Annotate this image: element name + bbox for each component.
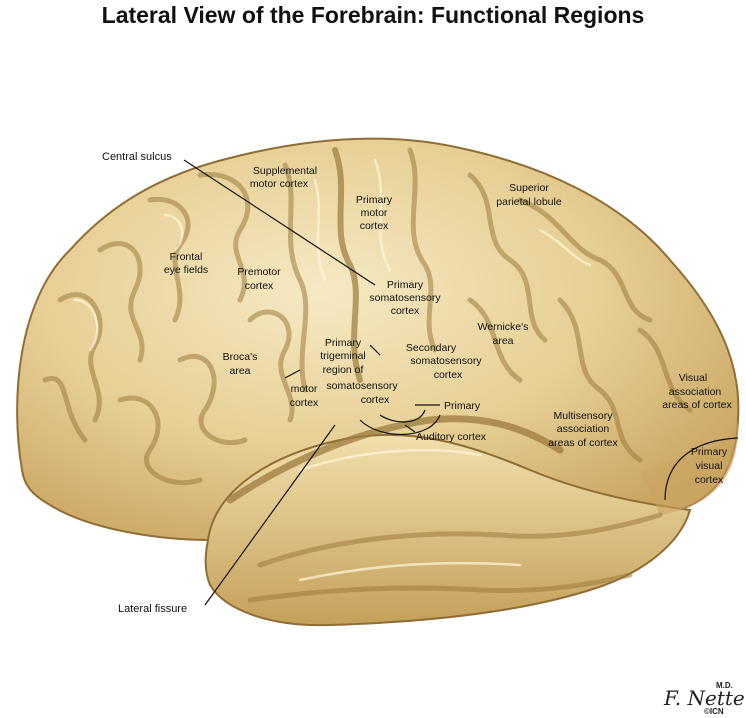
svg-text:parietal lobule: parietal lobule: [496, 196, 562, 208]
label-wernicke: Wernicke's area: [478, 321, 529, 347]
label-primary-visual: Primary visual cortex: [691, 446, 728, 486]
label-superior-parietal: Superior parietal lobule: [496, 182, 562, 208]
svg-text:Supplemental: Supplemental: [253, 165, 317, 177]
central-sulcus-leader: [183, 159, 376, 286]
svg-text:Superior: Superior: [509, 182, 549, 194]
label-frontal-eye-fields: Frontal eye fields: [164, 251, 208, 276]
svg-text:Auditory cortex: Auditory cortex: [416, 431, 487, 443]
svg-text:association: association: [669, 386, 722, 398]
page-title: Lateral View of the Forebrain: Functiona…: [101, 2, 645, 28]
label-motor-cortex: motor cortex: [290, 383, 319, 409]
label-lateral-fissure: Lateral fissure: [118, 603, 187, 615]
label-central-sulcus: Central sulcus: [102, 151, 172, 163]
label-supplemental-motor: Supplemental motor cortex: [250, 165, 317, 190]
svg-text:Multisensory: Multisensory: [554, 410, 614, 422]
svg-text:cortex: cortex: [434, 369, 463, 381]
svg-text:somatosensory: somatosensory: [410, 355, 482, 367]
auditory-leader: [404, 424, 416, 433]
svg-text:F. Netter: F. Netter: [663, 686, 746, 710]
svg-text:cortex: cortex: [245, 280, 274, 292]
svg-text:trigeminal: trigeminal: [320, 350, 366, 362]
svg-text:cortex: cortex: [695, 474, 724, 486]
svg-text:visual: visual: [696, 460, 723, 472]
svg-text:motor: motor: [291, 383, 318, 395]
svg-text:cortex: cortex: [360, 220, 389, 232]
svg-text:somatosensory: somatosensory: [326, 380, 398, 392]
svg-text:somatosensory: somatosensory: [369, 292, 441, 304]
label-secondary-somatosensory: Secondary somatosensory cortex: [406, 342, 482, 381]
svg-text:Primary: Primary: [444, 400, 481, 412]
svg-text:Central sulcus: Central sulcus: [102, 151, 172, 163]
svg-text:cortex: cortex: [361, 394, 390, 406]
svg-text:Primary: Primary: [387, 279, 424, 291]
label-trigeminal: Primary trigeminal region of somatosenso…: [320, 337, 398, 406]
label-broca: Broca's area: [223, 351, 258, 377]
netter-signature: F. Netter M.D. ©ICN: [663, 681, 746, 716]
gyri-highlights: [73, 158, 592, 582]
svg-text:area: area: [492, 335, 513, 347]
label-visual-association: Visual association areas of cortex: [662, 372, 732, 411]
svg-text:motor: motor: [361, 207, 388, 219]
svg-text:Frontal: Frontal: [170, 251, 203, 263]
label-premotor: Premotor cortex: [237, 266, 281, 292]
svg-text:Primary: Primary: [325, 337, 362, 349]
svg-text:area: area: [229, 365, 250, 377]
svg-text:eye fields: eye fields: [164, 264, 208, 276]
svg-text:Primary: Primary: [356, 194, 393, 206]
auditory-inner: [379, 409, 426, 423]
svg-text:Premotor: Premotor: [237, 266, 281, 278]
svg-text:M.D.: M.D.: [716, 681, 733, 690]
label-primary-auditory: Primary Auditory cortex: [416, 400, 487, 443]
svg-text:cortex: cortex: [290, 397, 319, 409]
svg-text:motor cortex: motor cortex: [250, 178, 309, 190]
label-primary-motor: Primary motor cortex: [356, 194, 393, 232]
trigeminal-leader: [369, 344, 381, 356]
primary-visual-boundary: [664, 437, 739, 501]
svg-text:association: association: [557, 423, 610, 435]
svg-text:areas of cortex: areas of cortex: [548, 437, 618, 449]
motor-cortex-leader: [284, 369, 301, 379]
svg-text:Primary: Primary: [691, 446, 728, 458]
svg-text:cortex: cortex: [391, 305, 420, 317]
svg-text:Lateral fissure: Lateral fissure: [118, 603, 187, 615]
svg-text:Secondary: Secondary: [406, 342, 457, 354]
svg-text:©ICN: ©ICN: [704, 707, 724, 716]
lateral-fissure-leader: [204, 424, 336, 606]
svg-text:region of: region of: [323, 364, 364, 376]
label-multisensory: Multisensory association areas of cortex: [548, 410, 618, 449]
occipital-shade: [640, 420, 739, 515]
svg-text:Broca's: Broca's: [223, 351, 258, 363]
svg-text:areas of cortex: areas of cortex: [662, 399, 732, 411]
auditory-boundary: [359, 414, 441, 436]
svg-text:Visual: Visual: [679, 372, 707, 384]
svg-text:Wernicke's: Wernicke's: [478, 321, 529, 333]
label-primary-somatosensory: Primary somatosensory cortex: [369, 279, 441, 317]
